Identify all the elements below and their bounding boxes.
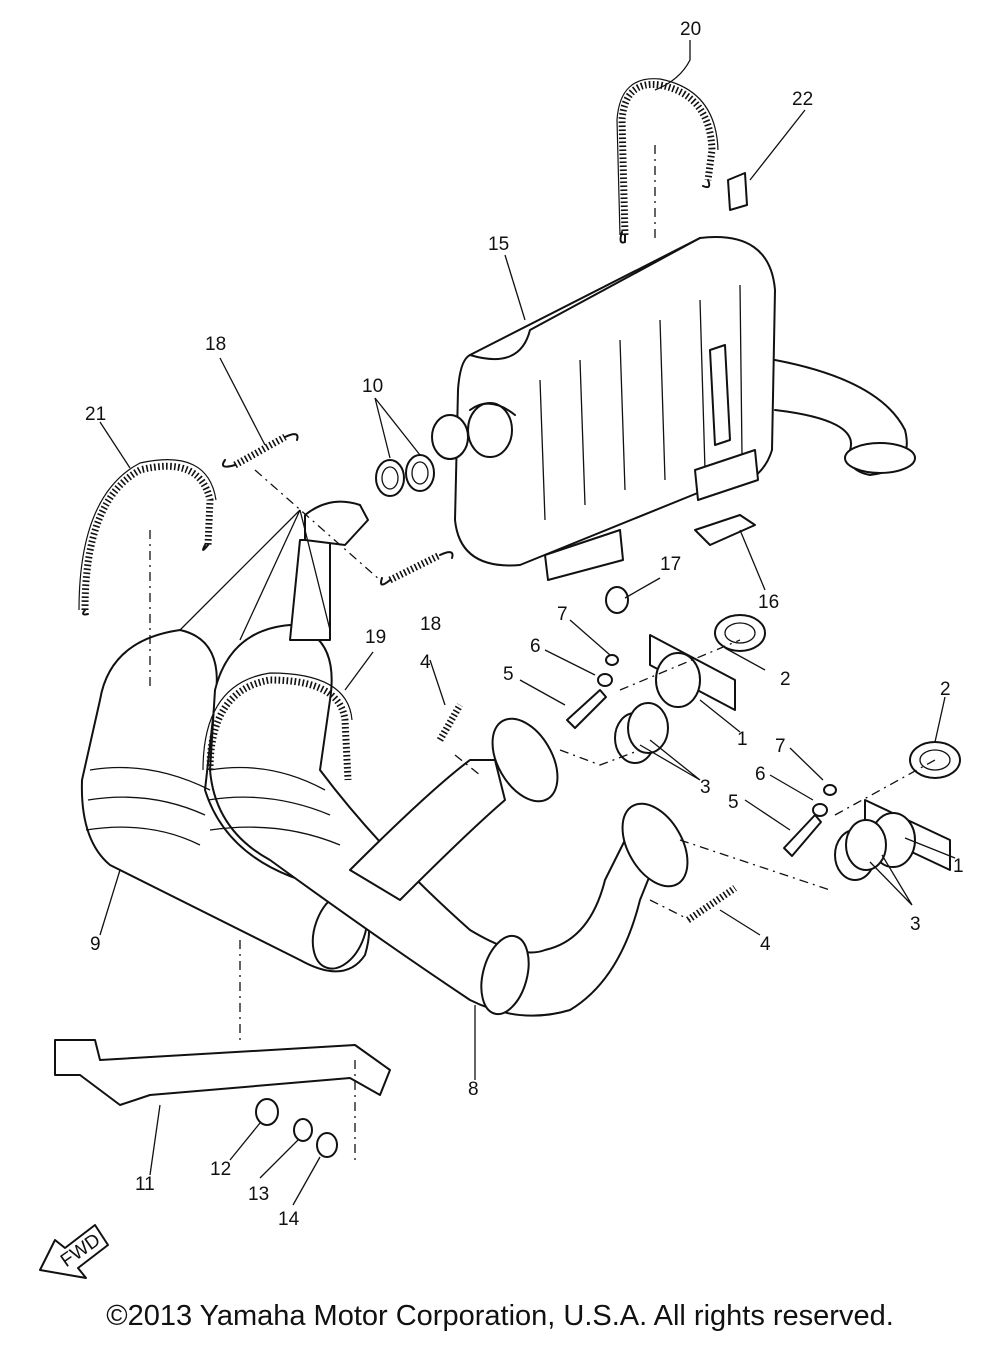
springs-18 xyxy=(222,433,454,586)
callout-12: 12 xyxy=(210,1159,231,1180)
spring-21 xyxy=(78,459,217,616)
callout-14: 14 xyxy=(278,1209,300,1230)
callout-18-bottom: 18 xyxy=(420,614,441,635)
assembly-lines xyxy=(149,145,936,1160)
spring-20 xyxy=(616,78,719,244)
callout-17: 17 xyxy=(660,554,681,575)
joint-set-upper xyxy=(566,614,766,764)
callout-11: 11 xyxy=(135,1174,155,1195)
washer-13 xyxy=(293,1118,313,1142)
flex-joint xyxy=(304,500,369,546)
callout-13: 13 xyxy=(248,1184,269,1205)
callout-22: 22 xyxy=(792,89,813,110)
callout-7-lower: 7 xyxy=(775,736,786,757)
callout-21: 21 xyxy=(85,404,106,425)
callout-3-lower: 3 xyxy=(910,914,921,935)
callout-1-lower: 1 xyxy=(953,856,964,877)
callout-16: 16 xyxy=(758,592,779,613)
callout-20: 20 xyxy=(680,19,701,40)
callout-19: 19 xyxy=(365,627,386,648)
callout-18-top: 18 xyxy=(205,334,226,355)
callout-1-upper: 1 xyxy=(737,729,748,750)
bolt-12 xyxy=(255,1098,279,1126)
callout-4-upper: 4 xyxy=(420,652,431,673)
callout-4-lower: 4 xyxy=(760,934,771,955)
callout-10: 10 xyxy=(362,376,383,397)
callout-3-upper: 3 xyxy=(700,777,711,798)
joint-set-lower xyxy=(783,741,961,881)
callout-5-upper: 5 xyxy=(503,664,514,685)
muffler xyxy=(431,236,916,581)
bracket-11 xyxy=(54,1039,391,1106)
callout-2-lower: 2 xyxy=(940,679,951,700)
exhaust-exploded-diagram: FWD xyxy=(39,19,964,1279)
callout-6-upper: 6 xyxy=(530,636,541,657)
exhaust-pipe-8 xyxy=(207,539,689,1017)
callout-9: 9 xyxy=(90,934,101,955)
callout-5-lower: 5 xyxy=(728,792,739,813)
gaskets-10 xyxy=(375,454,435,497)
damper-16 xyxy=(694,514,756,546)
callout-7-upper: 7 xyxy=(557,604,568,625)
leader-lines xyxy=(99,40,956,1206)
forward-arrow: FWD xyxy=(39,1224,109,1279)
bracket-22 xyxy=(727,172,748,211)
callout-8: 8 xyxy=(468,1079,479,1100)
bolt-17 xyxy=(605,586,629,614)
copyright-notice: ©2013 Yamaha Motor Corporation, U.S.A. A… xyxy=(106,1300,894,1332)
callouts: 20 22 15 18 10 21 17 16 18 19 7 6 4 5 2 … xyxy=(85,19,964,1230)
spring-19 xyxy=(202,672,353,781)
callout-2-upper: 2 xyxy=(780,669,791,690)
springs-4 xyxy=(436,703,737,923)
nut-14 xyxy=(316,1132,338,1158)
callout-6-lower: 6 xyxy=(755,764,766,785)
callout-15: 15 xyxy=(488,234,509,255)
